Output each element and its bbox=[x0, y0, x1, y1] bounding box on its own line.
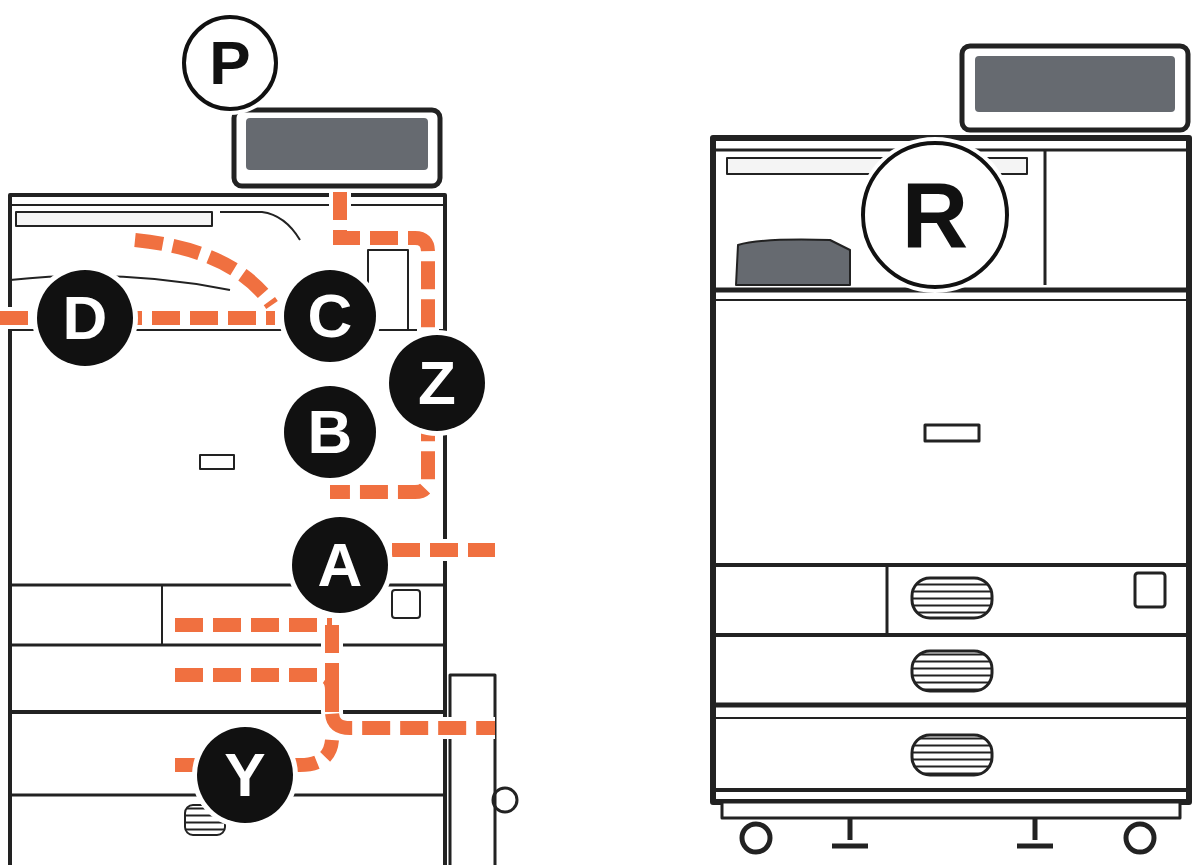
callout-circle: P bbox=[182, 15, 278, 111]
callout-circle: C bbox=[284, 270, 376, 362]
callout-letter: Z bbox=[418, 352, 456, 414]
disc bbox=[197, 727, 293, 823]
halo bbox=[192, 722, 298, 828]
callout-letter: Y bbox=[224, 744, 265, 806]
callout-circle: D bbox=[37, 270, 133, 366]
paper-paths bbox=[0, 192, 495, 765]
halo bbox=[287, 512, 393, 618]
disc bbox=[389, 335, 485, 431]
left-printer bbox=[10, 110, 517, 865]
ring bbox=[184, 17, 276, 109]
callout-letter: D bbox=[63, 287, 108, 349]
disc bbox=[284, 386, 376, 478]
right-printer bbox=[713, 46, 1189, 852]
halo bbox=[178, 11, 282, 115]
ring bbox=[863, 143, 1007, 287]
disc bbox=[37, 270, 133, 366]
callout-letter: A bbox=[318, 534, 363, 596]
halo bbox=[279, 381, 381, 483]
halo bbox=[384, 330, 490, 436]
callout-circle: A bbox=[292, 517, 388, 613]
callout-letter: P bbox=[209, 32, 250, 94]
callout-circle: B bbox=[284, 386, 376, 478]
halo bbox=[857, 137, 1013, 293]
callout-circle: Y bbox=[197, 727, 293, 823]
callout-letter: C bbox=[308, 285, 353, 347]
disc bbox=[284, 270, 376, 362]
callout-circle: R bbox=[861, 141, 1009, 289]
callout-circle: Z bbox=[389, 335, 485, 431]
halo bbox=[32, 265, 138, 371]
disc bbox=[292, 517, 388, 613]
halo bbox=[279, 265, 381, 367]
callout-letter: B bbox=[308, 401, 353, 463]
callout-letter: R bbox=[902, 169, 968, 261]
